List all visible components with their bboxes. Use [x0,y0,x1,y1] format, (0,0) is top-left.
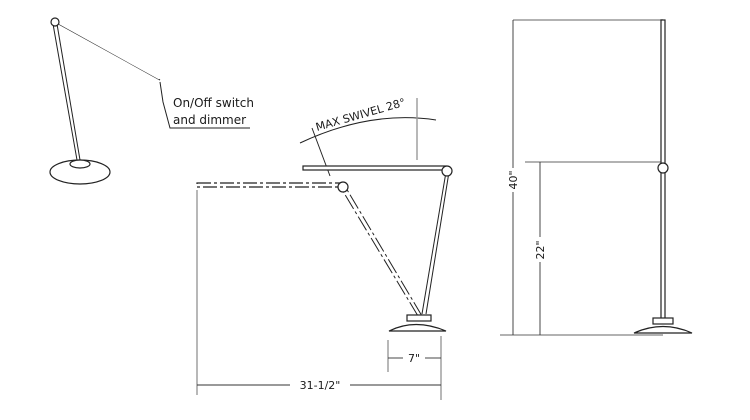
reach-label: 31-1/2" [300,379,341,392]
lamp-front-view [500,19,693,336]
swivel-label: MAX SWIVEL 28° [314,96,407,134]
callout-line1: On/Off switch [173,96,254,110]
pivot-height-label: 22" [534,240,547,259]
callout-line2: and dimmer [173,113,246,127]
lamp-side-view [196,98,453,400]
max-height-label: 40" [507,170,520,189]
base-width-label: 7" [408,352,420,365]
lamp-perspective-view [49,17,250,185]
